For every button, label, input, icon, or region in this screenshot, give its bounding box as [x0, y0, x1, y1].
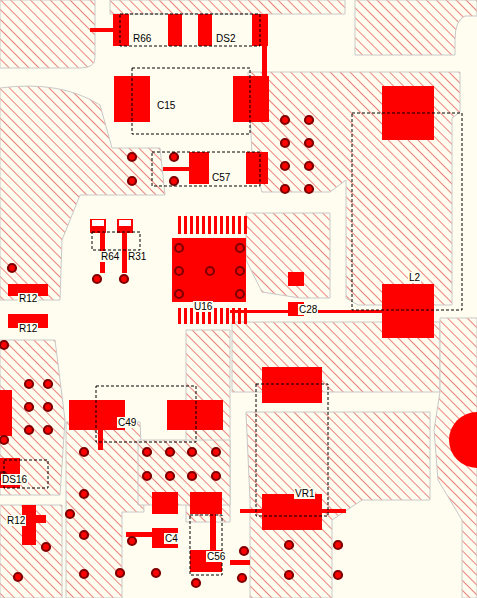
- via: [44, 403, 52, 411]
- ic-pin: [232, 216, 235, 234]
- ic-pin: [238, 308, 241, 324]
- via: [128, 177, 136, 185]
- via: [212, 448, 220, 456]
- part-label: VR1: [294, 488, 315, 499]
- part-label: C56: [206, 551, 226, 562]
- via: [281, 139, 289, 147]
- part-label: C15: [156, 100, 176, 111]
- ic-pins: [178, 216, 247, 324]
- via: [116, 569, 124, 577]
- via: [175, 244, 183, 252]
- vias: [0, 116, 342, 587]
- part-label: DS2: [215, 33, 236, 44]
- part-label: R31: [127, 251, 147, 262]
- ic-pin: [244, 216, 247, 234]
- ic-pin: [232, 308, 235, 324]
- via: [44, 380, 52, 388]
- via: [66, 510, 74, 518]
- via: [44, 426, 52, 434]
- via: [14, 573, 22, 581]
- part-label: R66: [132, 33, 152, 44]
- via: [170, 153, 178, 161]
- part-label: R12: [18, 293, 38, 304]
- via: [80, 490, 88, 498]
- via: [93, 275, 101, 283]
- outlines: [4, 14, 462, 575]
- part-label: C4: [164, 533, 179, 544]
- via: [170, 177, 178, 185]
- via: [305, 116, 313, 124]
- via: [128, 537, 136, 545]
- part-label: R64: [100, 251, 120, 262]
- via: [25, 380, 33, 388]
- via: [334, 541, 342, 549]
- ic-pin: [214, 308, 217, 324]
- via: [25, 426, 33, 434]
- via: [25, 403, 33, 411]
- part-label: DS16: [1, 474, 28, 485]
- via: [0, 341, 8, 349]
- via: [281, 116, 289, 124]
- ic-pin: [220, 216, 223, 234]
- via: [120, 275, 128, 283]
- via: [188, 472, 196, 480]
- via: [143, 472, 151, 480]
- via: [8, 264, 16, 272]
- via: [166, 472, 174, 480]
- via: [240, 547, 248, 555]
- ic-pin: [184, 308, 187, 324]
- via: [80, 531, 88, 539]
- pads: [0, 14, 477, 572]
- via: [80, 448, 88, 456]
- ic-pin: [178, 308, 181, 324]
- ic-pin: [226, 308, 229, 324]
- via: [128, 153, 136, 161]
- ic-pin: [220, 308, 223, 324]
- ic-pin: [178, 216, 181, 234]
- via: [143, 448, 151, 456]
- part-label: C28: [298, 304, 318, 315]
- pin-markers: [92, 220, 131, 226]
- ic-pin: [244, 308, 247, 324]
- via: [236, 290, 244, 298]
- via: [305, 139, 313, 147]
- ic-pin: [226, 216, 229, 234]
- part-label: R12: [18, 323, 38, 334]
- via: [285, 571, 293, 579]
- part-label: C57: [211, 172, 231, 183]
- via: [236, 244, 244, 252]
- via: [188, 448, 196, 456]
- via: [305, 162, 313, 170]
- part-label: U16: [193, 301, 213, 312]
- part-label: C49: [117, 417, 137, 428]
- via: [175, 267, 183, 275]
- via: [238, 574, 246, 582]
- via: [206, 267, 214, 275]
- via: [0, 436, 8, 444]
- ic-pin: [190, 216, 193, 234]
- via: [212, 472, 220, 480]
- via: [281, 185, 289, 193]
- ic-pin: [202, 216, 205, 234]
- via: [42, 543, 50, 551]
- via: [281, 162, 289, 170]
- via: [166, 448, 174, 456]
- via: [192, 579, 200, 587]
- via: [175, 290, 183, 298]
- via: [236, 267, 244, 275]
- ic-pin: [184, 216, 187, 234]
- via: [285, 541, 293, 549]
- ic-pin: [208, 216, 211, 234]
- via: [334, 571, 342, 579]
- ic-pin: [238, 216, 241, 234]
- ic-pin: [196, 216, 199, 234]
- via: [80, 570, 88, 578]
- part-label: R12: [6, 515, 26, 526]
- via: [152, 569, 160, 577]
- via: [305, 185, 313, 193]
- ic-pin: [214, 216, 217, 234]
- part-label: L2: [408, 272, 421, 283]
